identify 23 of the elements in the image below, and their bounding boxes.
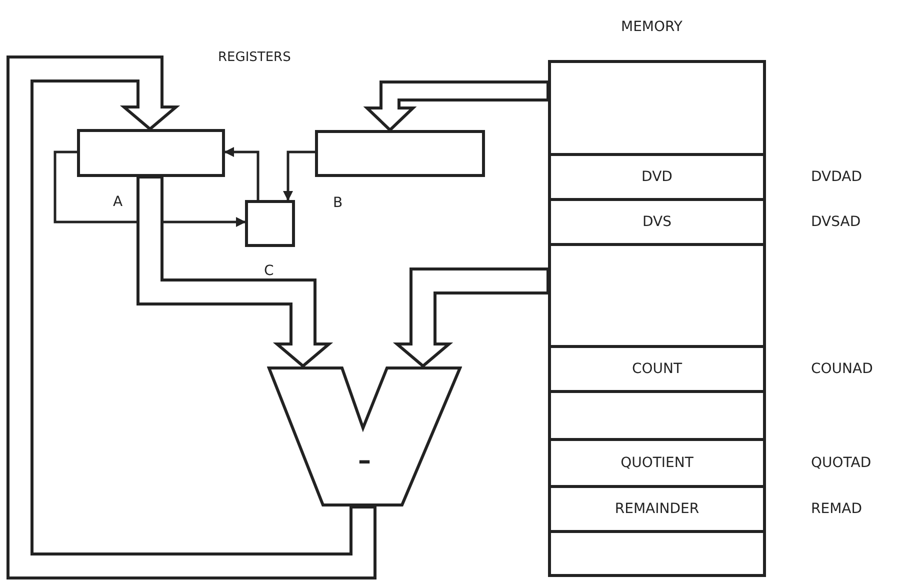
address-label: REMAD — [811, 500, 862, 516]
cell-label: REMAINDER — [614, 500, 700, 516]
cell-label: COUNT — [630, 360, 684, 376]
arrow — [283, 150, 315, 201]
address-label: QUOTAD — [811, 454, 872, 470]
address-label: COUNAD — [811, 360, 873, 376]
register-label: B — [333, 195, 343, 211]
bus-arrow — [6, 56, 376, 580]
cell-label: QUOTIENT — [620, 454, 694, 470]
arrow — [224, 147, 260, 200]
register-label: A — [113, 194, 123, 210]
cell-label: DVD — [640, 168, 674, 184]
section-label: REGISTERS — [218, 50, 291, 65]
bus-arrow — [363, 80, 550, 132]
minus-sign: – — [357, 446, 372, 476]
bus-arrow — [136, 176, 334, 368]
cell-label: DVS — [642, 214, 672, 230]
address-label: DVSAD — [811, 214, 861, 230]
arrow — [54, 150, 246, 227]
address-label: DVDAD — [811, 168, 862, 184]
memory-title: MEMORY — [621, 19, 682, 35]
register-label: C — [264, 263, 274, 279]
bus-arrow — [392, 268, 550, 368]
